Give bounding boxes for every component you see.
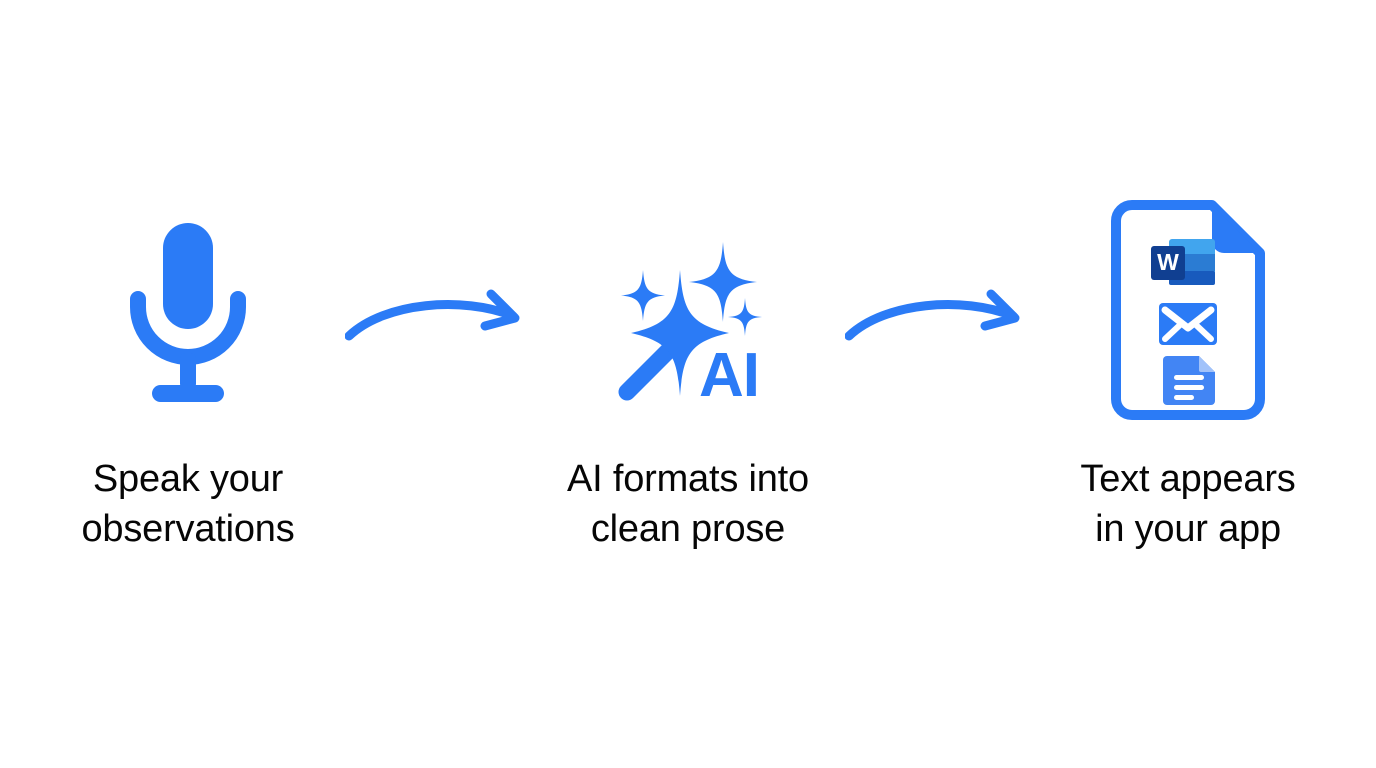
microphone-icon <box>43 198 333 434</box>
step-label-speak: Speak your observations <box>81 458 295 550</box>
workflow-step-format: AI AI formats into clean prose <box>543 196 833 554</box>
workflow-step-output: W <box>1043 196 1333 554</box>
microsoft-word-icon-group: W <box>1151 239 1215 285</box>
workflow-row: Speak your observations <box>0 196 1376 576</box>
ai-magic-wand-icon: AI <box>543 200 833 436</box>
workflow-step-speak: Speak your observations <box>43 196 333 554</box>
document-with-apps-icon: W <box>1043 192 1333 428</box>
step-label-output: Text appears in your app <box>1080 458 1296 550</box>
email-envelope-icon-group <box>1159 303 1217 345</box>
curved-arrow-right-icon-1 <box>333 196 543 432</box>
curved-arrow-right-icon-2 <box>833 196 1043 432</box>
ai-wordmark-text: AI <box>699 341 759 410</box>
step-label-format: AI formats into clean prose <box>567 458 809 550</box>
svg-text:W: W <box>1157 249 1179 275</box>
google-docs-icon-group <box>1163 356 1215 405</box>
